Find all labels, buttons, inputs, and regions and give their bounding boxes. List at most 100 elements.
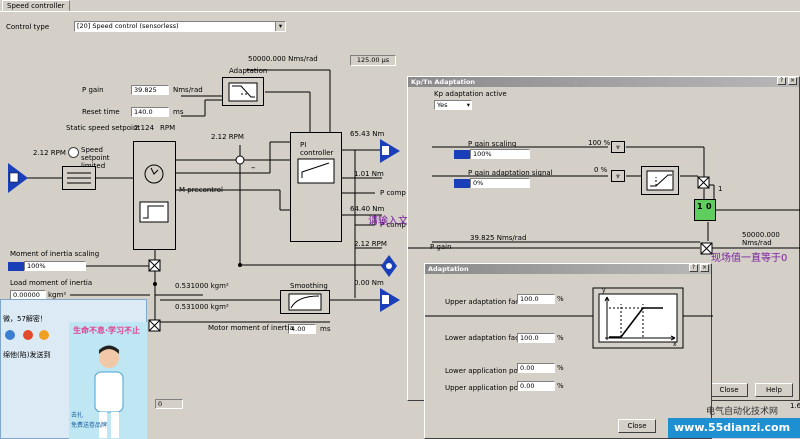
chat-line-1: 微，57解密！	[3, 315, 47, 323]
pct-0: 0 %	[594, 166, 608, 174]
chat-caption-2: 免费送卷品牌	[71, 422, 108, 429]
torque-value-2: 1.01 Nm	[354, 170, 384, 178]
chat-icon[interactable]	[39, 330, 49, 340]
control-type-select[interactable]: [20] Speed control (sensorless) ▾	[74, 21, 286, 32]
inertia-value-2: 0.531000 kgm²	[175, 303, 229, 311]
reset-time-unit: ms	[173, 108, 184, 116]
chat-ad-banner: 生命不息·学习不止	[73, 326, 141, 335]
adaptation-window-titlebar: Adaptation	[425, 264, 711, 274]
chat-popup[interactable]: 微，57解密！ 绵他(陷)发送到 生命不息·学习不止 去扎 免费送卷品牌	[0, 299, 147, 439]
reset-time-input[interactable]: 140.0	[131, 107, 169, 117]
chat-icon[interactable]	[23, 330, 33, 340]
kp-active-label: Kp adaptation active	[434, 90, 507, 98]
upper-factor-input[interactable]: 100.0	[517, 294, 555, 304]
x-axis-label: x	[673, 341, 677, 348]
speed-model-block[interactable]	[133, 141, 176, 250]
moi-scaling-input[interactable]: 100%	[24, 261, 86, 271]
switch-a-label: 1	[697, 202, 703, 211]
chat-line-2: 绵他(陷)发送到	[3, 351, 51, 359]
speed-limiter-block[interactable]	[62, 166, 96, 190]
chat-icon[interactable]	[5, 330, 15, 340]
pi-controller-label: PI controller	[300, 141, 334, 157]
adaptation-window: Adaptation y x Upper adaptation factor 1…	[424, 263, 713, 439]
torque-value-1: 65.43 Nm	[350, 130, 385, 138]
kp-nms-value: 50000.000 Nms/rad	[248, 55, 318, 63]
kptn-help-button[interactable]: Help	[755, 383, 793, 397]
annotation-text-2: 现场值一直等于0	[711, 253, 788, 264]
p-gain-label: P gain	[82, 86, 104, 94]
adaptation-close-button[interactable]: Close	[618, 419, 656, 433]
lower-factor-label: Lower adaptation factor	[445, 334, 529, 342]
reset-time-label: Reset time	[82, 108, 120, 116]
upper-point-input[interactable]: 0.00	[517, 381, 555, 391]
chat-caption-1: 去扎	[71, 412, 84, 419]
rpm-input-value: 2.12 RPM	[33, 149, 66, 157]
upper-factor-label: Upper adaptation factor	[445, 298, 530, 306]
motor-moi-label: Motor moment of inertia	[208, 324, 294, 332]
rpm-out-value: 2.12 RPM	[354, 240, 387, 248]
kptn-close-icon[interactable]: ×	[788, 77, 797, 85]
chat-ad-image[interactable]: 生命不息·学习不止 去扎 免费送卷品牌	[69, 322, 147, 439]
switch-block[interactable]: 1 0	[694, 199, 716, 221]
speed-setpoint-input-icon[interactable]	[8, 163, 28, 193]
chevron-down-icon: ▾	[466, 101, 470, 109]
kptn-close-button[interactable]: Close	[710, 383, 748, 397]
status-led	[68, 147, 79, 158]
smoothing-block[interactable]	[280, 290, 330, 314]
p-scaling-input[interactable]: 100%	[470, 149, 530, 159]
smoothing-label: Smoothing	[290, 282, 328, 290]
inertia-value-1: 0.531000 kgm²	[175, 282, 229, 290]
static-setpoint-label: Static speed setpoint	[66, 124, 141, 132]
bottom-value-field[interactable]: 0	[155, 399, 183, 409]
load-moi-unit: kgm²	[48, 291, 67, 299]
kptn-adaptation-block[interactable]	[641, 166, 679, 195]
upper-point-label: Upper application point	[445, 384, 528, 392]
torque-zero-value: 0.00 Nm	[354, 279, 384, 287]
p-comp-label-2: P comp	[380, 221, 406, 229]
nms-right-value: 50000.000 Nms/rad	[742, 231, 780, 247]
static-setpoint-value: 2.124	[134, 124, 155, 132]
torque-output-icon[interactable]	[380, 139, 400, 163]
lower-factor-input[interactable]: 100.0	[517, 333, 555, 343]
adapt-signal-icon	[454, 179, 470, 188]
moi-scaling-icon	[8, 262, 24, 271]
kptn-window-titlebar: Kp/Tn Adaptation	[408, 77, 799, 87]
switch-top-label: 1	[718, 185, 723, 193]
pct-100: 100 %	[588, 139, 611, 147]
minus-sign: –	[251, 163, 256, 173]
adaptation-wiring	[425, 287, 713, 349]
smoothing-input[interactable]: 4.00	[288, 324, 316, 334]
lower-factor-unit: %	[557, 334, 564, 342]
adaptation-window-title: Adaptation	[428, 265, 469, 273]
tab-divider	[0, 11, 800, 12]
p-gain-input[interactable]: 39.825	[131, 85, 169, 95]
speed-output-icon[interactable]	[381, 255, 397, 277]
control-type-value: [20] Speed control (sensorless)	[77, 22, 179, 30]
p-scaling-label: P gain scaling	[468, 140, 517, 148]
sample-time-value: 125.00 µs	[350, 55, 396, 66]
y-axis-label: y	[602, 287, 606, 294]
pi-controller-block[interactable]: PI controller	[290, 132, 342, 242]
lower-point-input[interactable]: 0.00	[517, 363, 555, 373]
adapt-signal-label: P gain adaptation signal	[468, 169, 553, 177]
upper-factor-unit: %	[557, 295, 564, 303]
adapt-signal-input[interactable]: 0%	[470, 178, 530, 188]
m-precontrol-label: M precontrol	[179, 186, 224, 194]
annotation-text-1: 请输入文字	[368, 216, 418, 227]
limiter-icon: ⩔	[611, 141, 625, 153]
tab-speed-controller[interactable]: Speed controller	[2, 0, 70, 12]
smoothed-output-icon[interactable]	[380, 288, 400, 312]
adaptation-help-titlebar-icon[interactable]: ?	[689, 264, 698, 272]
adaptation-block[interactable]	[222, 77, 264, 106]
p-scaling-icon	[454, 150, 470, 159]
adaptation-close-icon[interactable]: ×	[700, 264, 709, 272]
kp-active-select[interactable]: Yes▾	[434, 100, 472, 110]
torque-value-3: 64.40 Nm	[350, 205, 385, 213]
chevron-down-icon: ▾	[275, 22, 285, 31]
load-moi-label: Load moment of inertia	[10, 279, 93, 287]
person-figure-icon	[94, 345, 124, 438]
p-gain-output-label: P gain	[430, 243, 452, 251]
kptn-help-titlebar-icon[interactable]: ?	[777, 77, 786, 85]
switch-b-label: 0	[706, 202, 712, 211]
lower-point-label: Lower application point	[445, 367, 527, 375]
